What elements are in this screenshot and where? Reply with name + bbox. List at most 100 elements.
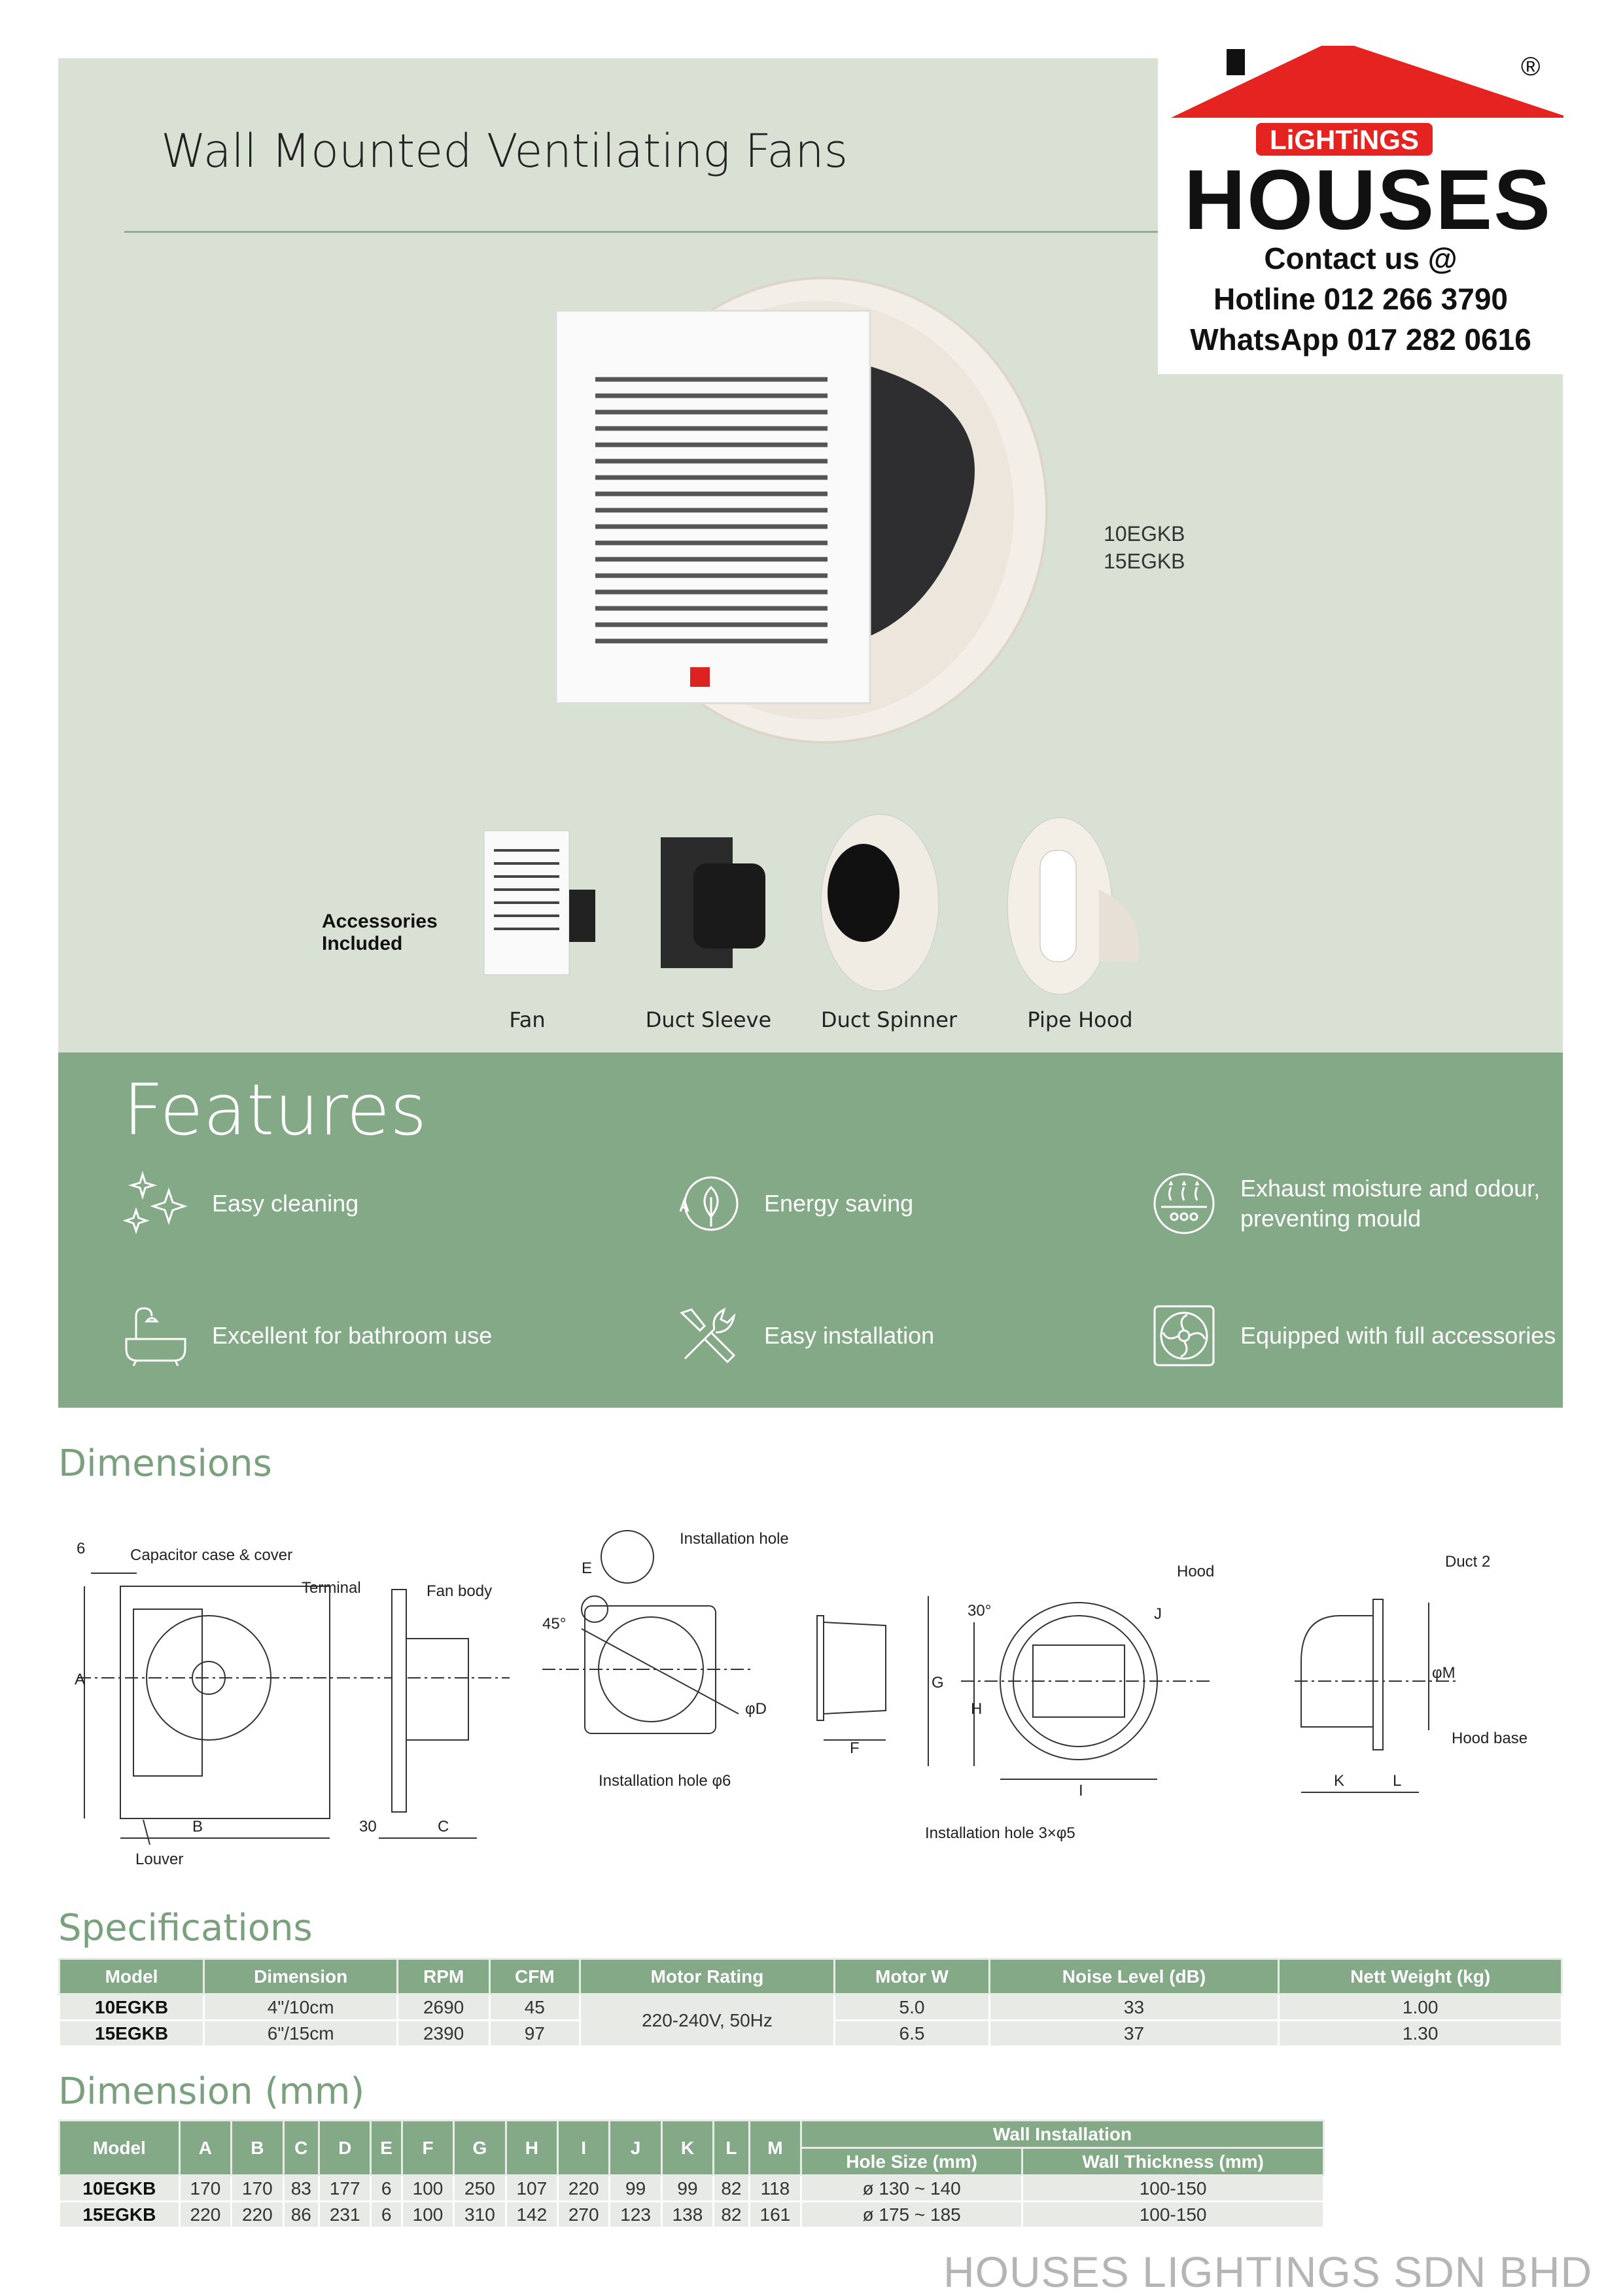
col-group-header: Wall Installation	[800, 2119, 1325, 2149]
page-title: Wall Mounted Ventilating Fans	[161, 124, 848, 178]
accessory-label: Duct Spinner	[820, 1007, 958, 1032]
cell: 33	[988, 1993, 1280, 2021]
whatsapp: WhatsApp 017 282 0616	[1190, 322, 1531, 357]
cell: 6.5	[833, 2019, 990, 2047]
sparkle-icon	[123, 1171, 188, 1234]
features-title: Features	[123, 1070, 427, 1151]
cell: 1.00	[1278, 1993, 1563, 2021]
svg-text:LiGHTiNGS: LiGHTiNGS	[1270, 124, 1419, 155]
feature-label: Energy saving	[764, 1190, 914, 1217]
table-row: 15EGKB 6"/15cm 2390 97 6.5 37 1.30	[58, 2019, 1563, 2047]
label-e: E	[582, 1559, 592, 1577]
label-6: 6	[77, 1540, 85, 1557]
cell: ø 130 ~ 140	[800, 2174, 1024, 2202]
cell: 270	[556, 2200, 611, 2229]
specifications-heading: Specifications	[58, 1907, 313, 1949]
moisture-exhaust-icon	[1153, 1173, 1215, 1234]
cell: 97	[488, 2019, 581, 2047]
label-line: Accessories	[322, 911, 438, 932]
feature-label: Excellent for bathroom use	[212, 1322, 493, 1349]
cell: 142	[504, 2200, 559, 2229]
cell: 100	[400, 2174, 455, 2202]
model-list: 10EGKB 15EGKB	[1104, 520, 1185, 575]
cell: 15EGKB	[58, 2019, 205, 2047]
cell: 99	[608, 2174, 663, 2202]
cell: 170	[178, 2174, 233, 2202]
label-j: J	[1154, 1605, 1162, 1623]
cell: 177	[318, 2174, 372, 2202]
col-header: F	[400, 2119, 455, 2176]
model-name: 15EGKB	[1104, 549, 1185, 573]
label-h: H	[971, 1700, 982, 1718]
accessories-label: Accessories Included	[322, 911, 438, 955]
fan-thumbnail	[483, 830, 595, 975]
cell: 10EGKB	[58, 2174, 181, 2202]
label-installation-hole: Installation hole	[680, 1530, 789, 1548]
cell: 10EGKB	[58, 1993, 205, 2021]
cell: 138	[660, 2200, 715, 2229]
col-header: J	[608, 2119, 663, 2176]
col-header: L	[712, 2119, 750, 2176]
fan-accessories-icon	[1153, 1305, 1215, 1366]
col-header: Model	[58, 1958, 205, 1995]
col-header: C	[282, 2119, 321, 2176]
label-30: 30	[359, 1818, 377, 1835]
accessory-label: Duct Sleeve	[645, 1007, 772, 1032]
cell: 220	[178, 2200, 233, 2229]
col-header: Dimension	[203, 1958, 399, 1995]
col-header: Motor Rating	[578, 1958, 836, 1995]
cell: 2390	[396, 2019, 491, 2047]
cell: ø 175 ~ 185	[800, 2200, 1024, 2229]
label-terminal: Terminal	[302, 1579, 361, 1597]
col-header: D	[318, 2119, 372, 2176]
label-phi-d: φD	[745, 1700, 767, 1718]
cell: 99	[660, 2174, 715, 2202]
cell: 170	[230, 2174, 285, 2202]
label-fan-body: Fan body	[427, 1582, 492, 1600]
cell: 1.30	[1278, 2019, 1563, 2047]
col-header: CFM	[488, 1958, 581, 1995]
cell: 220	[556, 2174, 611, 2202]
cell: 82	[712, 2174, 750, 2202]
cell: 118	[748, 2174, 803, 2202]
cell: 220	[230, 2200, 285, 2229]
houses-lightings-logo-icon: LiGHTiNGS HOUSES ®	[1171, 46, 1570, 247]
col-header: G	[453, 2119, 507, 2176]
cell: 310	[453, 2200, 507, 2229]
accessories-images	[483, 814, 1140, 995]
cell: 161	[748, 2200, 803, 2229]
cell: 123	[608, 2200, 663, 2229]
svg-text:HOUSES: HOUSES	[1184, 152, 1550, 235]
col-header: B	[230, 2119, 285, 2176]
col-header: E	[370, 2119, 403, 2176]
cell: 4"/10cm	[203, 1993, 399, 2021]
feature-label: Easy cleaning	[212, 1190, 359, 1217]
tools-icon	[680, 1308, 736, 1364]
feature-item: Exhaust moisture and odour, preventing m…	[1151, 1171, 1557, 1236]
feature-item: Equipped with full accessories	[1151, 1303, 1557, 1368]
svg-text:®: ®	[1521, 52, 1540, 81]
duct-sleeve-thumbnail	[661, 837, 765, 968]
cell: 6	[370, 2174, 403, 2202]
logo: LiGHTiNGS HOUSES ® Contact us @ Hotline …	[1158, 0, 1570, 374]
label-g: G	[932, 1674, 944, 1692]
footer-company: HOUSES LIGHTINGS SDN BHD	[943, 2248, 1593, 2296]
cell: 5.0	[833, 1993, 990, 2021]
cell: 100	[400, 2200, 455, 2229]
label-capacitor: Capacitor case & cover	[130, 1546, 292, 1564]
cell: 231	[318, 2200, 372, 2229]
label-installation-hole-6: Installation hole φ6	[599, 1772, 731, 1790]
hotline: Hotline 012 266 3790	[1213, 282, 1509, 316]
col-header: RPM	[396, 1958, 491, 1995]
cell: 2690	[396, 1993, 491, 2021]
feature-label: Exhaust moisture and odour, preventing m…	[1240, 1175, 1541, 1232]
cell: 6	[370, 2200, 403, 2229]
fan-product-image	[555, 277, 1048, 744]
table-row: 10EGKB 4"/10cm 2690 45 220-240V, 50Hz 5.…	[58, 1993, 1563, 2047]
col-header: M	[748, 2119, 803, 2176]
cell: 15EGKB	[58, 2200, 181, 2229]
bathtub-icon	[125, 1307, 186, 1366]
